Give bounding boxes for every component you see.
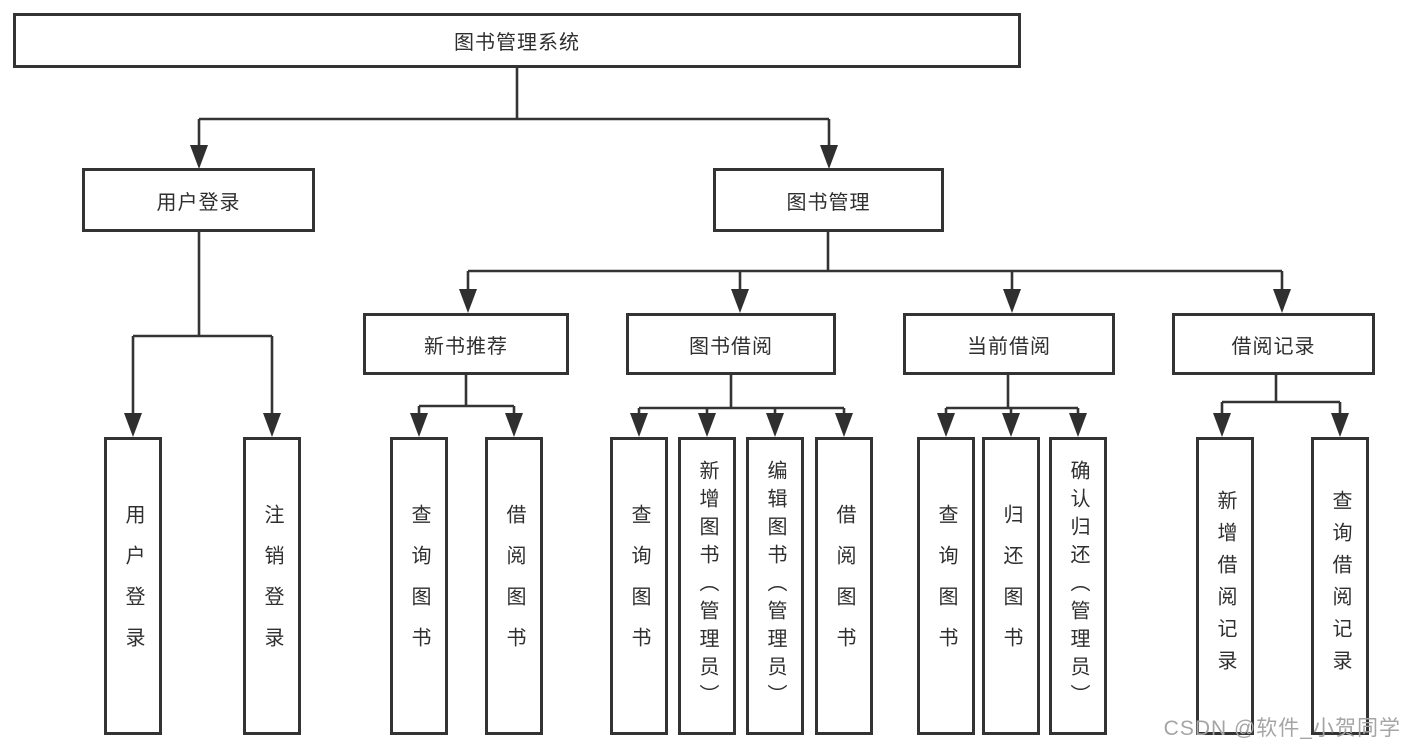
leaf-add-books-admin: 新增图书（管理员） (678, 437, 736, 735)
node-book-management-label: 图书管理 (786, 191, 871, 214)
node-borrow-records-label: 借阅记录 (1231, 335, 1316, 358)
connector-current-borrow-to-leaves (937, 375, 1087, 437)
leaf-recommend-borrow-books: 借阅图书 (485, 437, 543, 735)
node-new-book-recommend-label: 新书推荐 (424, 335, 508, 358)
connector-book-management-to-groups (459, 232, 1291, 313)
leaf-recommend-borrow-books-label: 借阅图书 (503, 504, 525, 668)
leaf-recommend-query-books: 查询图书 (390, 437, 448, 735)
node-user-login-label: 用户登录 (156, 191, 241, 214)
connector-root-to-level2 (190, 68, 838, 169)
leaf-edit-books-admin: 编辑图书（管理员） (746, 437, 804, 735)
leaf-borrow-query-books: 查询图书 (610, 437, 668, 735)
leaf-return-books: 归还图书 (982, 437, 1040, 735)
connector-new-book-recommend-to-leaves (410, 375, 523, 437)
node-library-system: 图书管理系统 (13, 13, 1021, 68)
leaf-add-books-admin-label: 新增图书（管理员） (696, 460, 718, 712)
leaf-current-query-books: 查询图书 (917, 437, 975, 735)
node-book-borrow-label: 图书借阅 (689, 335, 773, 358)
csdn-watermark: CSDN @软件_小贺同学 (1163, 717, 1401, 740)
leaf-add-borrow-record: 新增借阅记录 (1196, 437, 1254, 735)
node-user-login: 用户登录 (82, 168, 315, 232)
node-current-borrow-label: 当前借阅 (967, 335, 1051, 358)
node-current-borrow: 当前借阅 (903, 313, 1115, 375)
leaf-user-login: 用户登录 (104, 437, 162, 735)
leaf-return-books-label: 归还图书 (1000, 504, 1022, 668)
node-new-book-recommend: 新书推荐 (363, 313, 569, 375)
leaf-logout: 注销登录 (243, 437, 301, 735)
connector-borrow-records-to-leaves (1213, 375, 1349, 437)
node-book-management: 图书管理 (713, 168, 944, 232)
leaf-borrow-borrow-books: 借阅图书 (815, 437, 873, 735)
node-library-system-label: 图书管理系统 (454, 32, 580, 54)
node-borrow-records: 借阅记录 (1172, 313, 1375, 375)
leaf-logout-label: 注销登录 (261, 504, 283, 668)
leaf-query-borrow-record-label: 查询借阅记录 (1329, 490, 1351, 682)
leaf-edit-books-admin-label: 编辑图书（管理员） (764, 460, 786, 712)
node-book-borrow: 图书借阅 (626, 313, 836, 375)
leaf-confirm-return-admin-label: 确认归还（管理员） (1067, 460, 1089, 712)
leaf-confirm-return-admin: 确认归还（管理员） (1049, 437, 1107, 735)
leaf-borrow-query-books-label: 查询图书 (628, 504, 650, 668)
connector-user-login-to-leaves (124, 232, 281, 437)
leaf-recommend-query-books-label: 查询图书 (408, 504, 430, 668)
leaf-query-borrow-record: 查询借阅记录 (1311, 437, 1369, 735)
leaf-current-query-books-label: 查询图书 (935, 504, 957, 668)
leaf-user-login-label: 用户登录 (122, 504, 144, 668)
leaf-add-borrow-record-label: 新增借阅记录 (1214, 490, 1236, 682)
connector-book-borrow-to-leaves (630, 375, 853, 437)
leaf-borrow-borrow-books-label: 借阅图书 (833, 504, 855, 668)
